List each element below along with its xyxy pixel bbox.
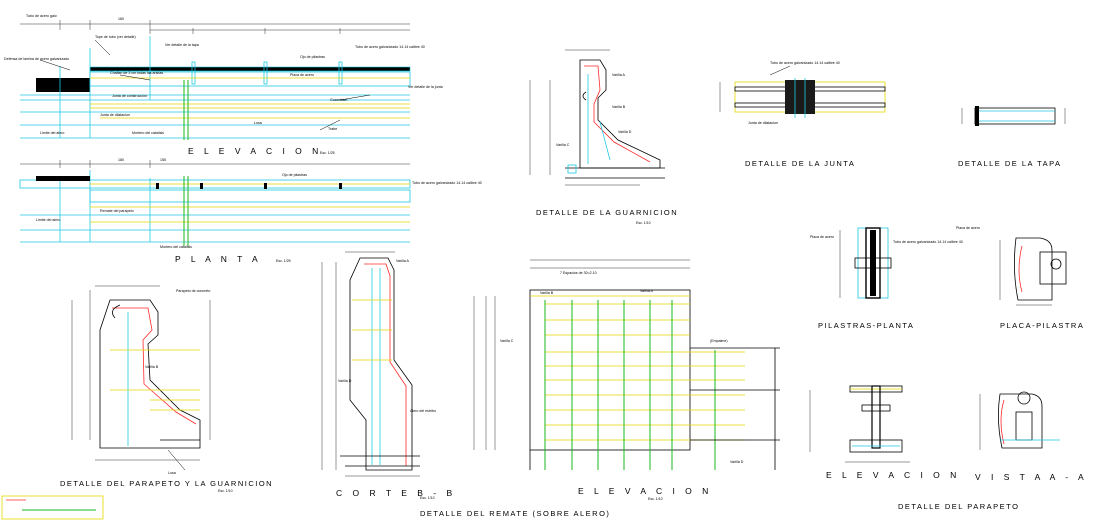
label-junta-dilatacion: Junta de dilatacion bbox=[100, 113, 130, 117]
label-varilla-d-c: Varilla D bbox=[338, 379, 352, 383]
elevation-top-drawing bbox=[20, 20, 411, 140]
pilastras-plan-drawing bbox=[839, 227, 892, 299]
label-varilla-b-g: Varilla B bbox=[612, 105, 626, 109]
legend-box bbox=[1, 495, 104, 520]
label-junta-construccion: Junta de construccion bbox=[112, 94, 147, 98]
label-varilla-b-p: Varilla B bbox=[145, 365, 159, 369]
label-tubo-junta: Tubo de acero galvanizado 14.14 calibre … bbox=[770, 61, 840, 65]
title-elevacion-remate: E L E V A C I O N bbox=[578, 486, 712, 496]
dim-155: 155 bbox=[160, 158, 166, 162]
scale-elevacion-top: Esc. 1/25 bbox=[320, 151, 335, 155]
label-placa-acero: Placa de acero bbox=[956, 226, 980, 230]
label-top-tube: Tubo de acero galv. bbox=[26, 14, 57, 18]
label-ojo-pilastras-plan: Ojo de pilastras bbox=[282, 173, 307, 177]
scale-planta: Esc. 1/25 bbox=[276, 259, 291, 263]
title-detalle-tapa: DETALLE DE LA TAPA bbox=[958, 159, 1062, 168]
label-limite-alero-plan: Limite del alero bbox=[36, 218, 60, 222]
title-vista-aa: V I S T A A - A bbox=[975, 472, 1088, 482]
label-chaflan: Chaflan de 3 cm todas las aristas bbox=[110, 71, 163, 75]
label-parapeto-concreto: Parapeto de concreto bbox=[176, 289, 210, 293]
label-junta-dilatacion-j: Junta de dilatacion bbox=[748, 121, 778, 125]
tapa-detail-drawing bbox=[961, 106, 1066, 126]
scale-remate: Esc. 1/10 bbox=[648, 497, 663, 501]
label-alero-estribo: Alero del estribo bbox=[410, 409, 436, 413]
placa-pilastra-drawing bbox=[999, 237, 1067, 306]
label-ojo-pilastras: Ojo de pilastras bbox=[300, 55, 325, 59]
label-tubo-galv: Tubo de acero galvanizado 14.14 calibre … bbox=[355, 45, 425, 49]
remate-elevation-drawing bbox=[473, 259, 780, 470]
label-varilla-b-r: Varilla B bbox=[540, 291, 554, 295]
label-empalme: (Empalme) bbox=[710, 339, 728, 343]
label-varilla-c-g: Varilla C bbox=[556, 143, 570, 147]
label-losa: Losa bbox=[254, 121, 262, 125]
corte-bb-drawing bbox=[321, 251, 420, 477]
label-guarnicion: Guarnicion bbox=[330, 98, 347, 102]
vista-aa-drawing bbox=[979, 391, 1060, 450]
dim-160: 160 bbox=[118, 17, 124, 21]
label-varilla-d-g: Varilla D bbox=[618, 130, 632, 134]
label-placa-pilastra: Placa de acero bbox=[810, 235, 834, 239]
label-placa: Placa de acero bbox=[290, 73, 314, 77]
guarnicion-detail-drawing bbox=[529, 49, 665, 186]
label-espacios: 7 Espacios de 30=2.10 bbox=[560, 271, 597, 275]
title-detalle-parapeto-guarnicion: DETALLE DEL PARAPETO Y LA GUARNICION bbox=[60, 479, 273, 488]
label-varilla-a-c: Varilla A bbox=[396, 259, 410, 263]
label-mortero: Mortero del catalisis bbox=[132, 131, 164, 135]
plan-drawing bbox=[19, 160, 411, 246]
title-detalle-guarnicion: DETALLE DE LA GUARNICION bbox=[536, 208, 678, 217]
label-varilla-a-g: Varilla A bbox=[612, 73, 626, 77]
title-detalle-junta: DETALLE DE LA JUNTA bbox=[745, 159, 855, 168]
title-planta: P L A N T A bbox=[175, 254, 262, 264]
label-tubo-pilastra: Tubo de acero galvanizado 14.14 calibre … bbox=[893, 240, 963, 244]
parapeto-elevation-drawing bbox=[809, 385, 910, 463]
label-losa-p: Losa bbox=[168, 471, 176, 475]
parapeto-guarnicion-drawing bbox=[71, 285, 211, 471]
title-pilastras-planta: PILASTRAS-PLANTA bbox=[818, 321, 914, 330]
scale-guarnicion: Esc. 1/10 bbox=[636, 221, 651, 225]
label-ver-junta: Ver detalle de la junta bbox=[408, 85, 443, 89]
junta-detail-drawing bbox=[719, 65, 886, 118]
label-tope: Tope de tubo (ver detalle) bbox=[95, 35, 136, 39]
title-placa-pilastra: PLACA-PILASTRA bbox=[1000, 321, 1084, 330]
label-varilla-a-r: Varilla A bbox=[640, 289, 654, 293]
label-limite-alero: Limite del alero bbox=[40, 131, 64, 135]
label-trabe: Trabe bbox=[328, 127, 337, 131]
label-tubo-galv-plan: Tubo de acero galvanizado 14.14 calibre … bbox=[412, 181, 482, 185]
title-detalle-remate: DETALLE DEL REMATE (SOBRE ALERO) bbox=[420, 509, 610, 518]
label-mortero-plan: Mortero del catalisis bbox=[160, 245, 192, 249]
title-elevacion-parapeto: E L E V A C I O N bbox=[826, 470, 960, 480]
label-ver-tapa: Ver detalle de la tapa bbox=[165, 43, 199, 47]
label-varilla-c-r: Varilla C bbox=[500, 339, 514, 343]
title-detalle-parapeto: DETALLE DEL PARAPETO bbox=[898, 502, 1019, 511]
scale-corte: Esc. 1/10 bbox=[420, 496, 435, 500]
label-defensa: Defensa de lamina de acero galvanizado bbox=[4, 57, 69, 61]
dim-180: 180 bbox=[118, 158, 124, 162]
label-varilla-d-r: Varilla D bbox=[730, 460, 744, 464]
scale-parapeto: Esc. 1/10 bbox=[218, 489, 233, 493]
title-elevacion-top: E L E V A C I O N bbox=[188, 146, 322, 156]
label-remate: Remate del parapeto bbox=[100, 209, 134, 213]
title-corte-bb: C O R T E B - B bbox=[336, 488, 456, 498]
